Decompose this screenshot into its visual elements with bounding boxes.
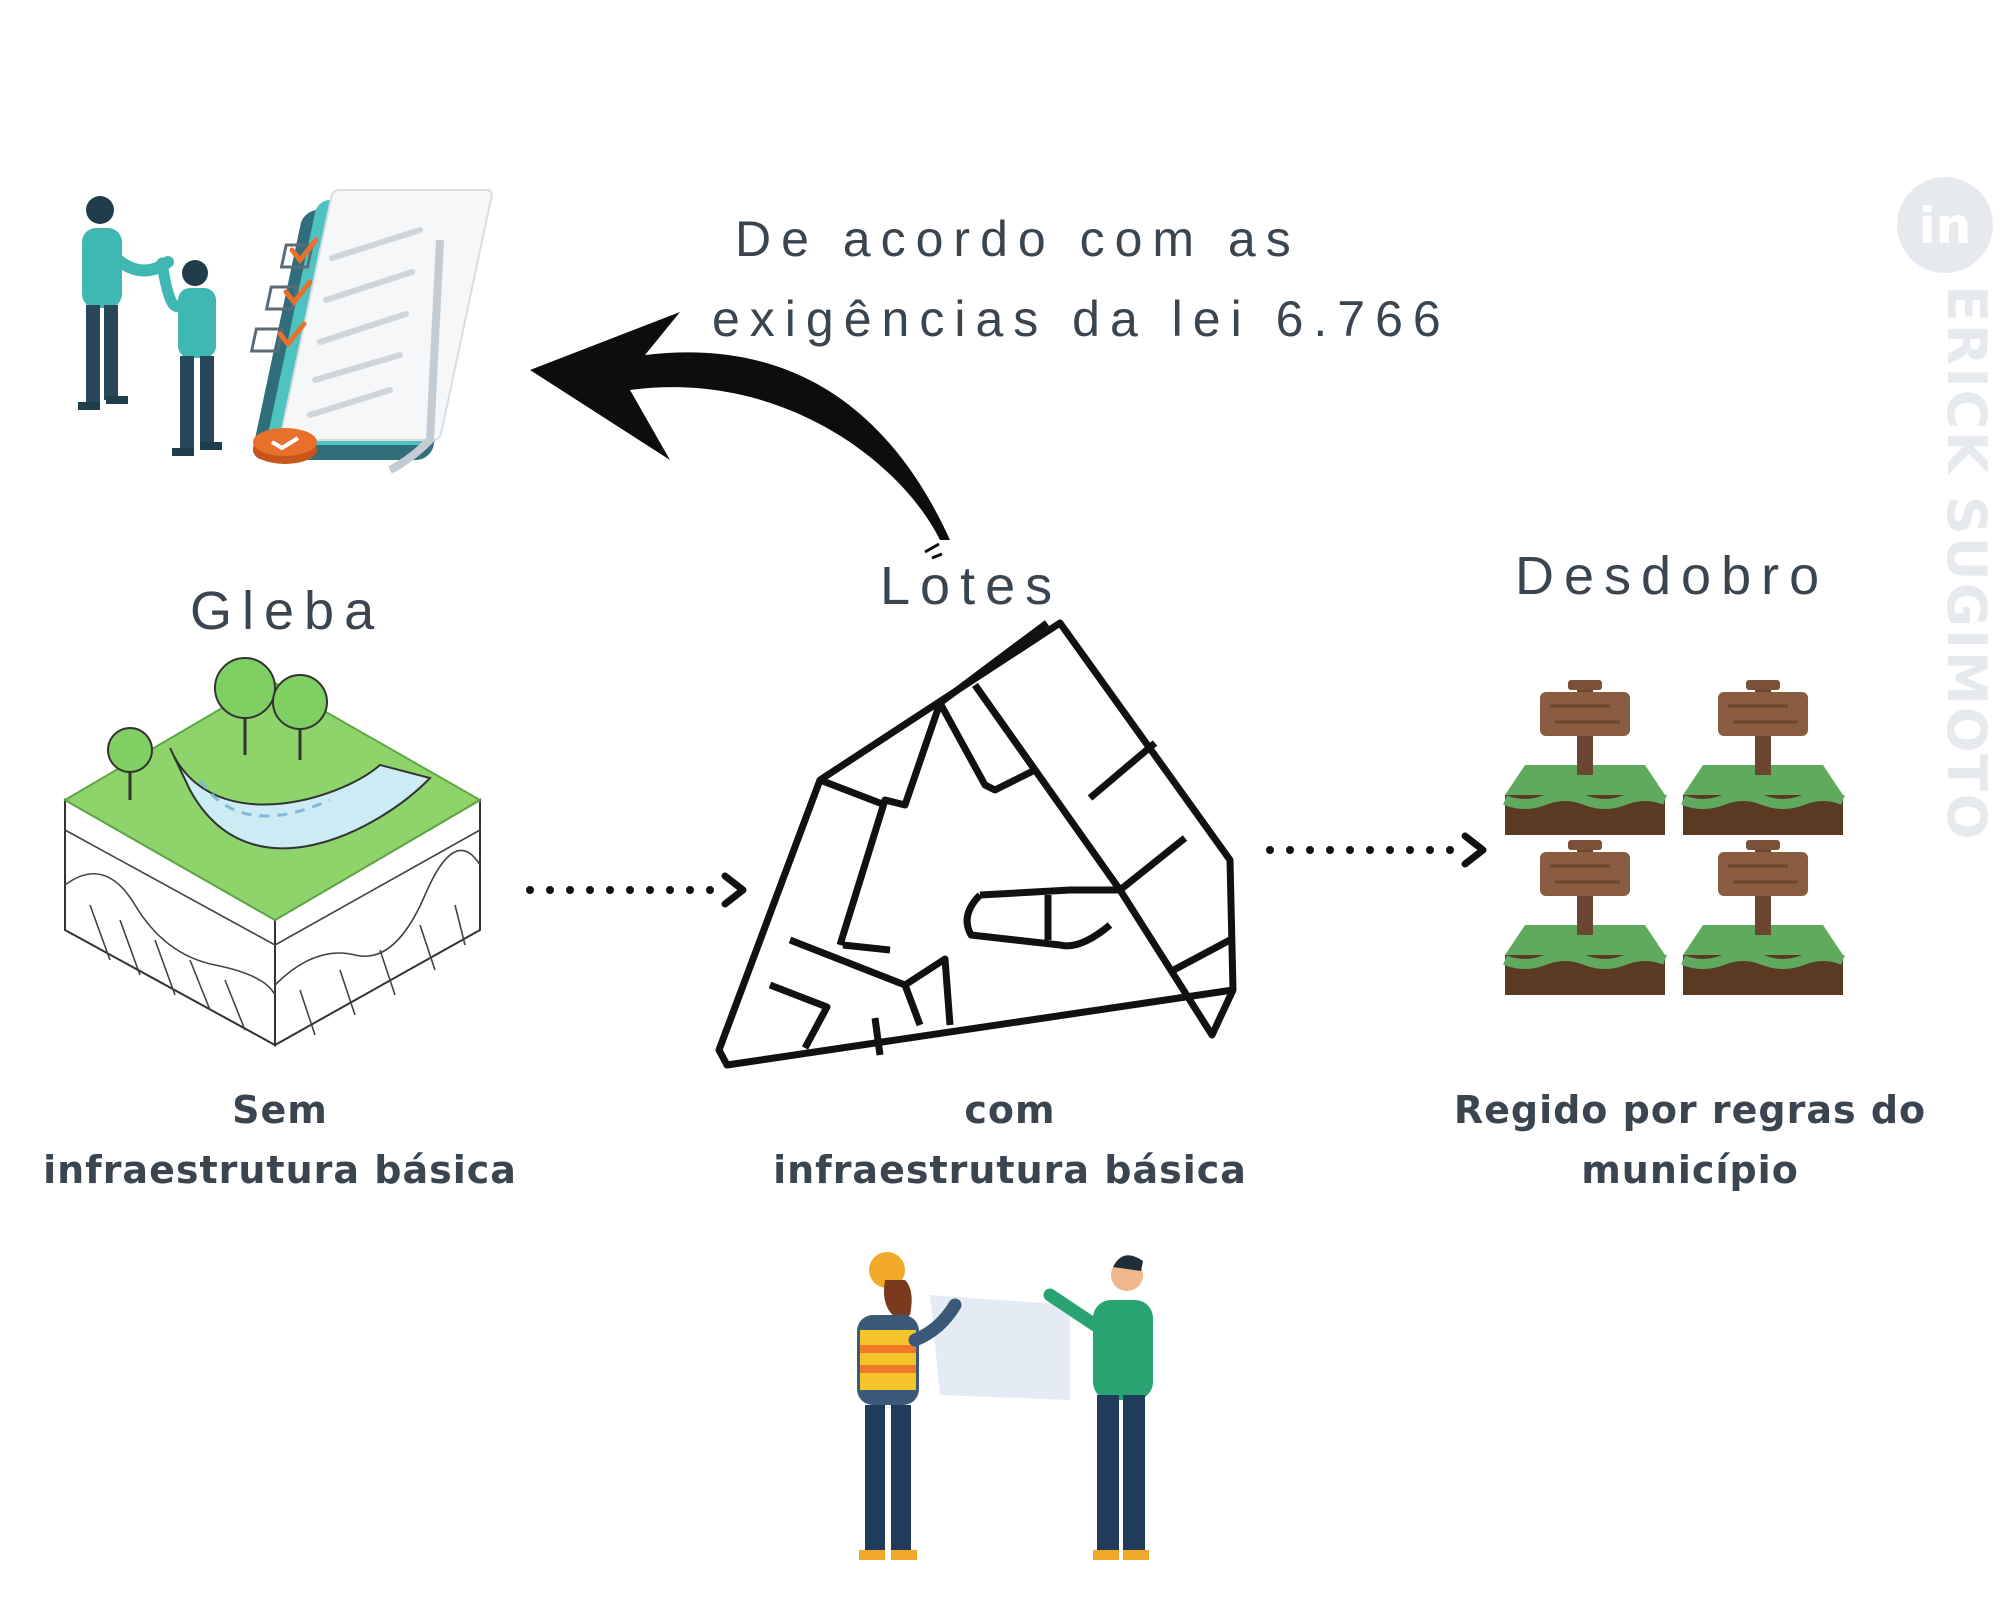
lotes-caption: com infraestrutura básica [750, 1080, 1270, 1200]
gleba-caption: Sem infraestrutura básica [20, 1080, 540, 1200]
gleba-title: Gleba [190, 581, 385, 641]
watermark-text: ERICK SUGIMOTO [1935, 285, 1998, 842]
man-green-shirt-icon [1043, 1255, 1153, 1560]
gleba-caption-line-2: infraestrutura básica [43, 1148, 517, 1192]
lotes-title: Lotes [880, 556, 1063, 616]
linkedin-logo-text: in [1919, 197, 1972, 255]
plot-sign-icon [1683, 840, 1843, 995]
gleba-caption-line-1: Sem [232, 1088, 328, 1132]
desdobro-caption: Regido por regras do município [1430, 1080, 1950, 1200]
check-coin-icon [253, 428, 317, 464]
lotes-caption-line-2: infraestrutura básica [773, 1148, 1247, 1192]
dotted-arrow-gleba-to-lotes [526, 872, 747, 908]
linkedin-logo-icon: in [1897, 177, 1993, 273]
document-icon [249, 189, 493, 474]
lotes-caption-line-1: com [964, 1088, 1056, 1132]
plot-sign-icon [1505, 680, 1665, 835]
law-quote-line-1: De acordo com as [735, 211, 1301, 267]
curved-arrow-to-contract [530, 312, 950, 560]
person-left-icon [78, 196, 174, 410]
desdobro-title: Desdobro [1515, 546, 1830, 606]
workers-with-plan-illustration [857, 1252, 1153, 1560]
river-icon [169, 747, 432, 850]
person-right-icon [156, 257, 222, 456]
gleba-land-illustration [63, 657, 482, 1047]
desdobro-caption-line-1: Regido por regras do [1453, 1088, 1927, 1132]
plot-sign-icon [1683, 680, 1843, 835]
tree-icon [107, 657, 328, 800]
law-quote-line-2: exigências da lei 6.766 [712, 291, 1451, 347]
contract-agreement-illustration [78, 189, 493, 474]
desdobro-caption-line-2: município [1581, 1148, 1799, 1192]
blueprint-icon [930, 1295, 1070, 1400]
dotted-arrow-lotes-to-desdobro [1266, 832, 1487, 868]
construction-worker-icon [857, 1252, 962, 1560]
lotes-map-illustration [715, 619, 1237, 1069]
desdobro-plots-illustration [1500, 680, 1860, 1020]
plot-sign-icon [1505, 840, 1665, 995]
